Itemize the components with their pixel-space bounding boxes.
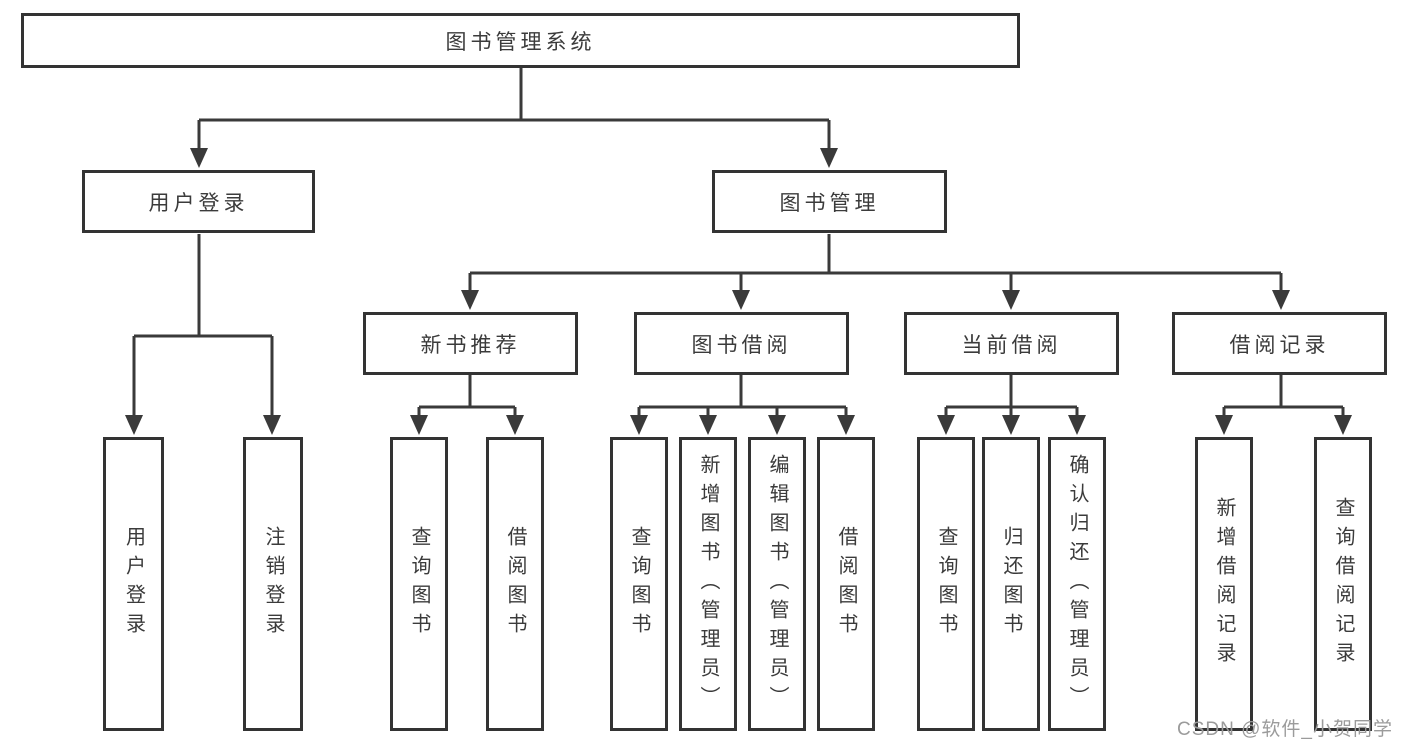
node-label: 注销登录 <box>262 526 284 642</box>
node-add-borrow-record: 新增借阅记录 <box>1195 437 1253 731</box>
node-label: 借阅图书 <box>504 526 526 642</box>
arrowhead-icon <box>630 415 648 435</box>
node-user-login-leaf: 用户登录 <box>103 437 164 731</box>
node-query-books-current: 查询图书 <box>917 437 975 731</box>
arrowhead-icon <box>820 148 838 168</box>
arrowhead-icon <box>768 415 786 435</box>
arrowhead-icon <box>410 415 428 435</box>
arrowhead-icon <box>1272 290 1290 310</box>
node-library-management-system: 图书管理系统 <box>21 13 1020 68</box>
node-label: 用户登录 <box>122 526 145 642</box>
node-label: 查询图书 <box>935 526 957 642</box>
node-label: 新书推荐 <box>420 333 521 357</box>
node-label: 借阅记录 <box>1229 333 1330 357</box>
node-query-books-borrowing: 查询图书 <box>610 437 668 731</box>
arrowhead-icon <box>837 415 855 435</box>
node-current-borrowing: 当前借阅 <box>904 312 1119 375</box>
node-label: 新增图书（管理员） <box>697 453 719 715</box>
arrowhead-icon <box>699 415 717 435</box>
node-label: 确认归还（管理员） <box>1066 453 1088 715</box>
node-label: 查询图书 <box>408 526 430 642</box>
node-label: 图书借阅 <box>691 333 792 357</box>
node-label: 用户登录 <box>148 191 249 215</box>
node-logout-leaf: 注销登录 <box>243 437 303 731</box>
node-label: 编辑图书（管理员） <box>766 453 788 715</box>
node-borrowing-records: 借阅记录 <box>1172 312 1387 375</box>
node-query-borrow-record: 查询借阅记录 <box>1314 437 1372 731</box>
arrowhead-icon <box>461 290 479 310</box>
node-user-login: 用户登录 <box>82 170 315 233</box>
node-label: 查询借阅记录 <box>1332 497 1354 671</box>
node-borrow-books-borrowing: 借阅图书 <box>817 437 875 731</box>
arrowhead-icon <box>1215 415 1233 435</box>
arrowhead-icon <box>190 148 208 168</box>
node-label: 查询图书 <box>628 526 650 642</box>
node-borrow-books-recommend: 借阅图书 <box>486 437 544 731</box>
node-label: 借阅图书 <box>835 526 857 642</box>
node-label: 当前借阅 <box>961 333 1062 357</box>
arrowhead-icon <box>1002 290 1020 310</box>
node-label: 图书管理系统 <box>445 30 596 54</box>
arrowhead-icon <box>263 415 281 435</box>
node-add-books-admin: 新增图书（管理员） <box>679 437 737 731</box>
node-edit-books-admin: 编辑图书（管理员） <box>748 437 806 731</box>
arrowhead-icon <box>506 415 524 435</box>
arrowhead-icon <box>937 415 955 435</box>
node-book-management: 图书管理 <box>712 170 947 233</box>
csdn-watermark: CSDN @软件_小贺同学 <box>1177 719 1393 740</box>
node-book-borrowing: 图书借阅 <box>634 312 849 375</box>
node-return-books: 归还图书 <box>982 437 1040 731</box>
node-new-book-recommendation: 新书推荐 <box>363 312 578 375</box>
arrowhead-icon <box>732 290 750 310</box>
node-label: 新增借阅记录 <box>1213 497 1235 671</box>
arrowhead-icon <box>1068 415 1086 435</box>
node-query-books-recommend: 查询图书 <box>390 437 448 731</box>
node-label: 图书管理 <box>779 191 880 215</box>
arrowhead-icon <box>1002 415 1020 435</box>
node-label: 归还图书 <box>1000 526 1022 642</box>
node-confirm-return-admin: 确认归还（管理员） <box>1048 437 1106 731</box>
arrowhead-icon <box>125 415 143 435</box>
arrowhead-icon <box>1334 415 1352 435</box>
